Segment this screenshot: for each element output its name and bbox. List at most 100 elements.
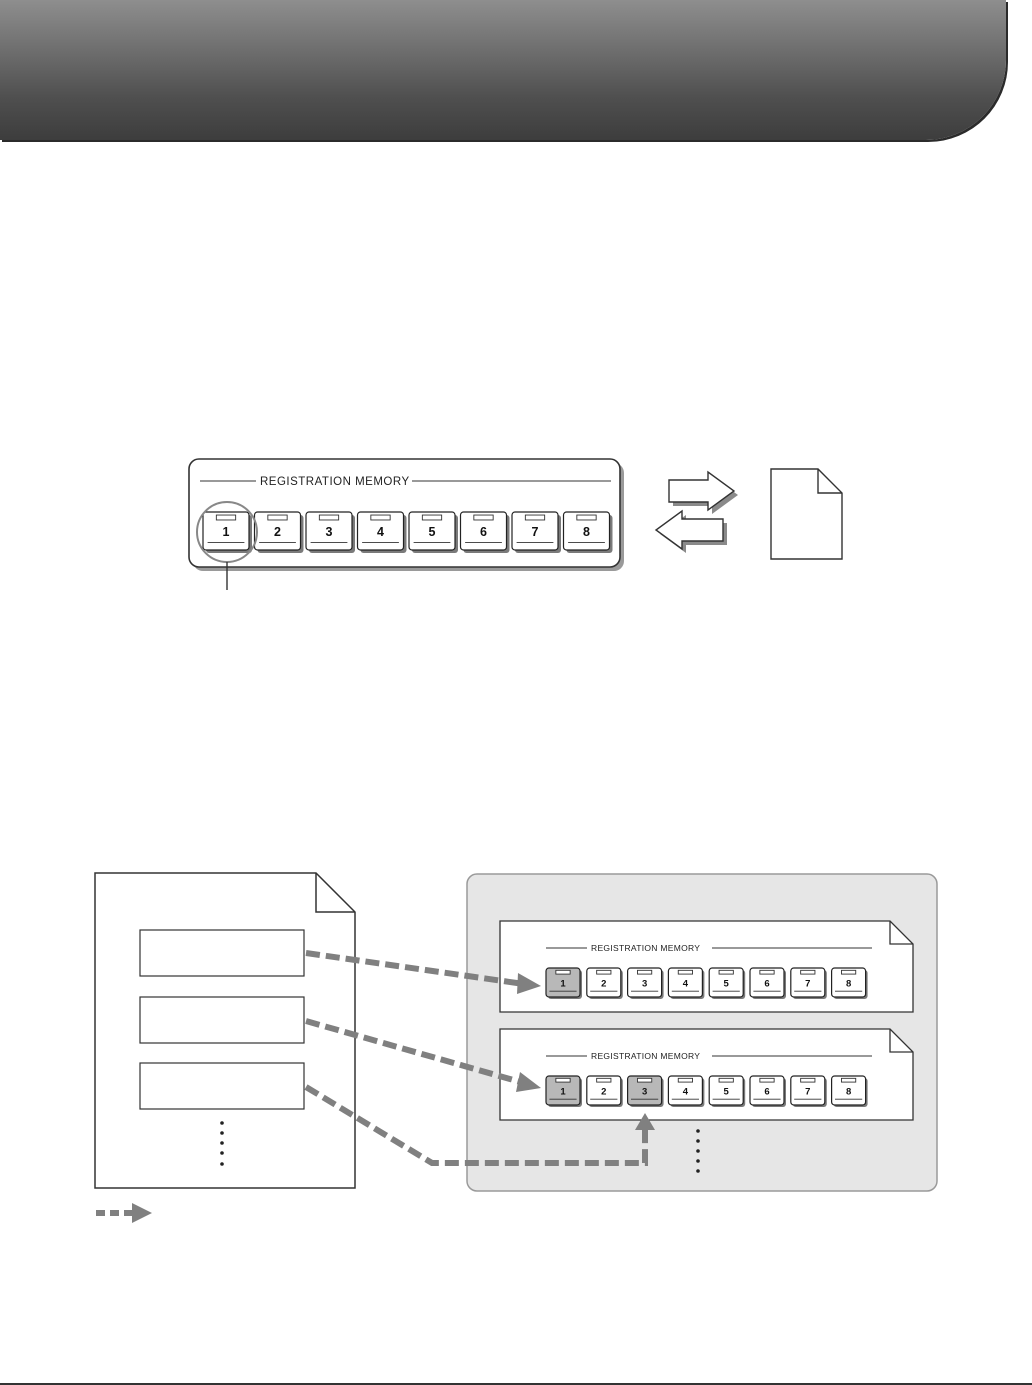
bank-panel-2-title: REGISTRATION MEMORY — [591, 1051, 700, 1061]
registration-button-5[interactable]: 5 — [708, 1075, 746, 1107]
top-button-row: 1 2 3 4 5 6 7 8 — [202, 511, 613, 553]
indicator-lamp — [555, 1077, 571, 1083]
registration-button-3[interactable]: 3 — [626, 967, 664, 999]
load-arrow-3 — [304, 1084, 648, 1166]
registration-button-2[interactable]: 2 — [586, 1075, 623, 1107]
button-number: 5 — [429, 525, 436, 539]
button-number: 4 — [683, 1086, 689, 1097]
indicator-lamp — [473, 514, 494, 521]
indicator-lamp — [524, 514, 546, 521]
indicator-lamp — [637, 969, 653, 975]
bank-file-document — [94, 872, 356, 1189]
button-number: 1 — [560, 1086, 566, 1097]
registration-button-2[interactable]: 2 — [586, 967, 623, 999]
registration-button-6[interactable]: 6 — [749, 967, 786, 999]
top-registration-panel: REGISTRATION MEMORY 1 2 3 4 5 6 7 8 — [188, 458, 624, 590]
load-arrows — [304, 950, 655, 1166]
registration-button-3[interactable]: 3 — [305, 511, 355, 553]
registration-button-2[interactable]: 2 — [253, 511, 304, 553]
registration-button-6[interactable]: 6 — [749, 1075, 786, 1107]
indicator-lamp — [596, 969, 612, 975]
button-number: 1 — [223, 525, 230, 539]
indicator-lamp — [677, 969, 693, 975]
button-number: 8 — [846, 978, 851, 989]
registration-button-1[interactable]: 1 — [202, 511, 252, 553]
header-band — [0, 0, 1006, 140]
indicator-lamp — [759, 1077, 775, 1083]
registration-button-8[interactable]: 8 — [830, 967, 868, 999]
button-number: 7 — [532, 525, 539, 539]
registration-button-6[interactable]: 6 — [459, 511, 510, 553]
bank-panel-1-title: REGISTRATION MEMORY — [591, 943, 700, 953]
continuation-dots — [220, 1121, 224, 1166]
indicator-lamp — [718, 1077, 734, 1083]
indicator-lamp — [841, 1077, 857, 1083]
button-number: 6 — [764, 1086, 769, 1097]
registration-button-5[interactable]: 5 — [408, 511, 458, 553]
button-number: 8 — [846, 1086, 851, 1097]
button-number: 2 — [274, 525, 281, 539]
load-arrowhead-3 — [635, 1113, 655, 1130]
load-arrow-1 — [305, 950, 525, 987]
registration-entry-box — [139, 996, 305, 1044]
indicator-lamp — [318, 514, 340, 521]
button-number: 7 — [805, 978, 810, 989]
load-arrowhead-2 — [516, 1072, 541, 1092]
registration-button-5[interactable]: 5 — [708, 967, 746, 999]
panel-continuation-dots — [696, 1129, 700, 1173]
registration-button-1[interactable]: 1 — [545, 967, 582, 999]
indicator-lamp — [421, 514, 443, 521]
file-icon — [770, 468, 843, 560]
indicator-lamp — [370, 514, 391, 521]
left-arrow-icon — [654, 509, 727, 553]
indicator-lamp — [576, 514, 597, 521]
registration-button-4[interactable]: 4 — [356, 511, 407, 553]
button-number: 2 — [601, 978, 606, 989]
button-number: 6 — [764, 978, 769, 989]
button-number: 6 — [480, 525, 487, 539]
registration-button-7[interactable]: 7 — [790, 967, 827, 999]
registration-button-8[interactable]: 8 — [562, 511, 613, 553]
button-number: 5 — [724, 1086, 730, 1097]
indicator-lamp — [677, 1077, 693, 1083]
button-number: 7 — [805, 1086, 810, 1097]
bank-panel-1-buttons: 1 2 3 4 5 6 7 8 — [545, 967, 868, 999]
instrument-area: REGISTRATION MEMORY 1 2 3 4 5 6 7 8 REGISTRATIO… — [466, 873, 938, 1192]
indicator-lamp — [596, 1077, 612, 1083]
bank-panel-2: REGISTRATION MEMORY 1 2 3 4 5 6 7 8 — [499, 1028, 914, 1121]
indicator-lamp — [841, 969, 857, 975]
indicator-lamp — [267, 514, 288, 521]
indicator-lamp — [800, 1077, 816, 1083]
button-number: 4 — [683, 978, 689, 989]
bank-panel-1: REGISTRATION MEMORY 1 2 3 4 5 6 7 8 — [499, 920, 914, 1013]
dashed-arrow-icon — [96, 1203, 152, 1223]
registration-button-7[interactable]: 7 — [511, 511, 561, 553]
footer-rule — [0, 1383, 1032, 1385]
button-number: 3 — [642, 1086, 647, 1097]
registration-button-4[interactable]: 4 — [667, 967, 705, 999]
indicator-lamp — [718, 969, 734, 975]
indicator-lamp — [800, 969, 816, 975]
registration-button-3[interactable]: 3 — [626, 1075, 664, 1107]
button-number: 4 — [377, 525, 384, 539]
indicator-lamp — [215, 514, 237, 521]
registration-button-1[interactable]: 1 — [545, 1075, 582, 1107]
top-panel-title: REGISTRATION MEMORY — [260, 476, 410, 488]
right-arrow-icon — [668, 470, 738, 514]
registration-entry-box — [139, 1062, 305, 1110]
registration-entry-box — [139, 929, 305, 977]
button-number: 3 — [642, 978, 647, 989]
button-number: 3 — [326, 525, 333, 539]
bank-panel-2-buttons: 1 2 3 4 5 6 7 8 — [545, 1075, 868, 1107]
indicator-lamp — [555, 969, 571, 975]
registration-button-8[interactable]: 8 — [830, 1075, 868, 1107]
registration-button-4[interactable]: 4 — [667, 1075, 705, 1107]
button-number: 2 — [601, 1086, 606, 1097]
button-number: 1 — [560, 978, 566, 989]
registration-button-7[interactable]: 7 — [790, 1075, 827, 1107]
load-arrowhead-1 — [517, 973, 541, 994]
button-number: 5 — [724, 978, 730, 989]
indicator-lamp — [759, 969, 775, 975]
indicator-lamp — [637, 1077, 653, 1083]
